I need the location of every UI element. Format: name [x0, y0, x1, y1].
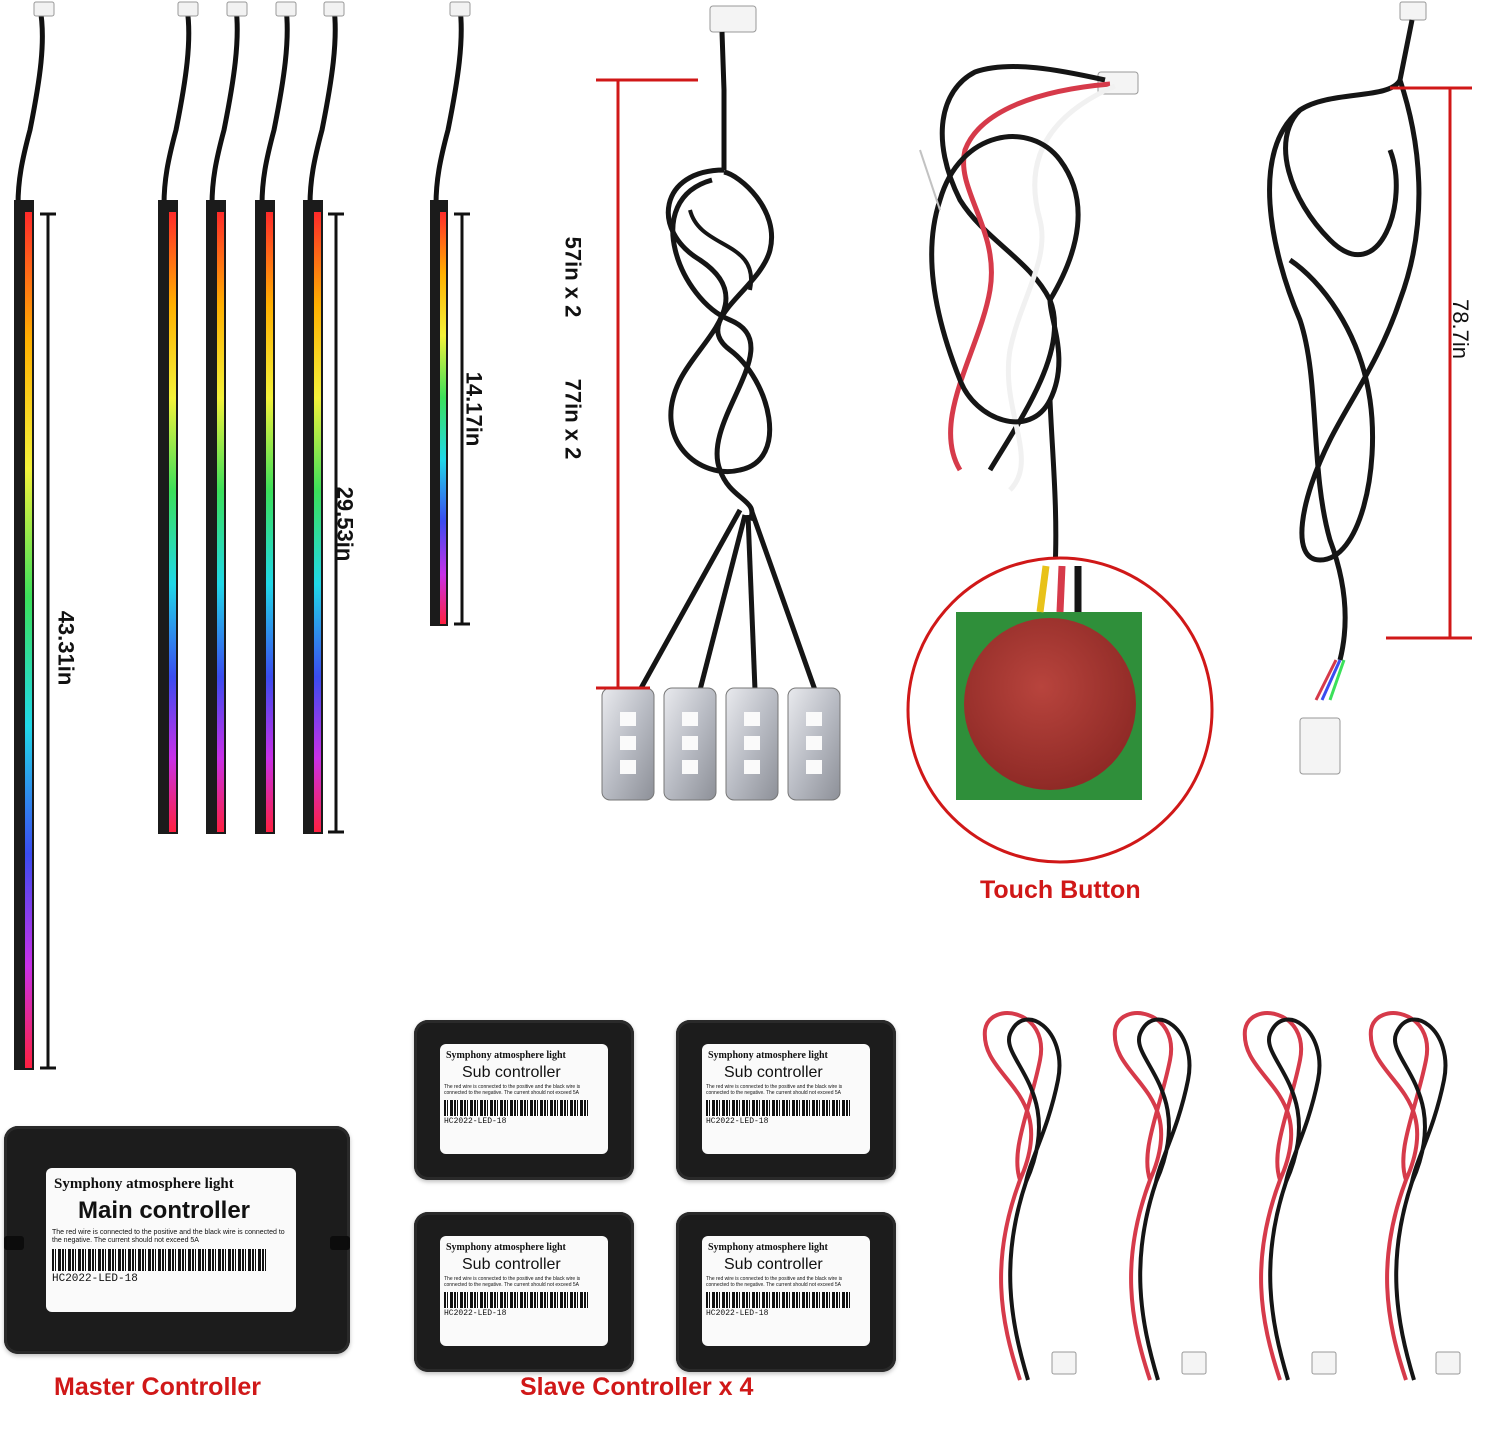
power-wire-3	[1242, 1011, 1337, 1381]
slave-controller-label-2: Symphony atmosphere light Sub controller…	[702, 1044, 870, 1154]
caption-master-controller: Master Controller	[54, 1373, 261, 1401]
slave-barcode	[706, 1291, 850, 1308]
master-label-line3: The red wire is connected to the positiv…	[52, 1229, 285, 1245]
slave-barcode	[706, 1099, 850, 1116]
slave-label-line1: Symphony atmosphere light	[708, 1242, 828, 1253]
caption-slave-controller: Slave Controller x 4	[520, 1373, 754, 1401]
slave-controller-box-2: Symphony atmosphere light Sub controller…	[676, 1020, 896, 1180]
dimension-bracket-short	[454, 212, 470, 626]
extension-cable	[1267, 1, 1427, 775]
dimension-label-short: 14.17in	[461, 371, 487, 447]
dimension-bracket-medium	[328, 212, 344, 834]
power-wire-4	[1368, 1011, 1461, 1381]
slave-barcode	[444, 1099, 588, 1116]
led-strip-medium-2	[206, 1, 248, 834]
slave-label-line1: Symphony atmosphere light	[446, 1242, 566, 1253]
slave-label-line3: The red wire is connected to the positiv…	[706, 1084, 843, 1096]
master-barcode	[52, 1249, 266, 1272]
dimension-label-medium: 29.53in	[332, 486, 358, 562]
led-strip-medium-4	[303, 1, 345, 834]
power-wire-2	[1112, 1011, 1207, 1381]
touch-button-cable	[919, 64, 1139, 571]
dimension-label-harness-2: 77in x 2	[560, 378, 586, 460]
dimension-label-extension: 78.7in	[1447, 299, 1473, 359]
led-strip-short	[430, 1, 471, 626]
slave-label-line4: HC2022-LED-18	[444, 1116, 507, 1126]
led-pod-3	[725, 687, 779, 801]
power-wire-1	[982, 1011, 1077, 1381]
slave-controller-box-1: Symphony atmosphere light Sub controller…	[414, 1020, 634, 1180]
touch-button-callout	[906, 556, 1214, 864]
slave-label-line3: The red wire is connected to the positiv…	[444, 1276, 581, 1288]
slave-controller-label-3: Symphony atmosphere light Sub controller…	[440, 1236, 608, 1346]
led-strip-medium-1	[158, 1, 199, 834]
master-label-line1: Symphony atmosphere light	[54, 1176, 234, 1192]
slave-label-line2: Sub controller	[724, 1064, 823, 1081]
led-pod-harness	[637, 5, 818, 692]
led-pod-4	[787, 687, 841, 801]
dimension-label-harness-1: 57in x 2	[560, 236, 586, 318]
led-pod-2	[663, 687, 717, 801]
slave-label-line2: Sub controller	[462, 1256, 561, 1273]
led-strip-medium-3	[255, 1, 297, 834]
slave-controller-box-3: Symphony atmosphere light Sub controller…	[414, 1212, 634, 1372]
slave-label-line4: HC2022-LED-18	[444, 1308, 507, 1318]
master-label-line4: HC2022-LED-18	[52, 1273, 138, 1286]
slave-label-line3: The red wire is connected to the positiv…	[706, 1276, 843, 1288]
slave-label-line1: Symphony atmosphere light	[446, 1050, 566, 1061]
slave-controller-label-4: Symphony atmosphere light Sub controller…	[702, 1236, 870, 1346]
slave-label-line3: The red wire is connected to the positiv…	[444, 1084, 581, 1096]
slave-barcode	[444, 1291, 588, 1308]
slave-controller-label-1: Symphony atmosphere light Sub controller…	[440, 1044, 608, 1154]
led-pod-1	[601, 687, 655, 801]
slave-label-line2: Sub controller	[724, 1256, 823, 1273]
slave-controller-box-4: Symphony atmosphere light Sub controller…	[676, 1212, 896, 1372]
master-label-line2: Main controller	[78, 1197, 251, 1224]
dimension-label-long: 43.31in	[53, 610, 79, 686]
slave-label-line4: HC2022-LED-18	[706, 1308, 769, 1318]
slave-label-line4: HC2022-LED-18	[706, 1116, 769, 1126]
dimension-bracket-extension	[1386, 86, 1472, 640]
led-strip-long	[14, 1, 55, 1070]
slave-label-line1: Symphony atmosphere light	[708, 1050, 828, 1061]
master-controller-box: Symphony atmosphere light Main controlle…	[4, 1126, 350, 1354]
slave-label-line2: Sub controller	[462, 1064, 561, 1081]
dimension-bracket-harness	[596, 78, 698, 690]
caption-touch-button: Touch Button	[980, 876, 1141, 904]
master-controller-label: Symphony atmosphere light Main controlle…	[46, 1168, 296, 1312]
dimension-bracket-long	[40, 212, 56, 1070]
